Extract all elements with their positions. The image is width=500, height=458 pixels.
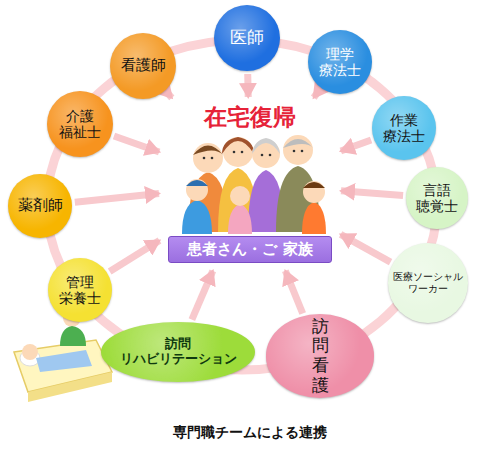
role-circle: 看護師: [110, 33, 176, 99]
patient-band: 患者さん・ご 家族: [168, 236, 332, 263]
node-label: 理学 療法士: [319, 46, 361, 78]
arrow-connector: [314, 90, 319, 97]
node-label: 管理 栄養士: [59, 274, 101, 306]
role-circle: 薬剤師: [8, 174, 72, 238]
node-label: 薬剤師: [18, 197, 63, 214]
node-label: 看護師: [121, 57, 166, 74]
role-circle: 医師: [214, 5, 280, 71]
arrow-connector: [341, 140, 371, 151]
role-circle: 理学 療法士: [308, 30, 372, 94]
arrow-connector: [110, 240, 160, 271]
role-circle: 介護 福祉士: [47, 91, 113, 157]
arrow-connector: [167, 93, 172, 98]
service-ellipse: 訪問 リハビリテーション: [101, 322, 255, 382]
node-label: 医師: [230, 28, 264, 48]
role-circle: 作業 療法士: [372, 96, 436, 160]
arrow-connector: [114, 136, 159, 152]
role-circle: 医療ソーシャル ワーカー: [388, 243, 468, 323]
center-region: 在宅復帰患者さん・ご 家族: [162, 100, 338, 268]
arrow-connector: [341, 234, 391, 262]
arrow-connector: [75, 194, 159, 203]
node-label: 言語 聴覚士: [416, 182, 458, 214]
node-label: 医療ソーシャル ワーカー: [393, 271, 463, 294]
node-label: 介護 福祉士: [59, 108, 101, 140]
node-label: 作業 療法士: [383, 112, 425, 144]
node-label: 訪問 リハビリテーション: [120, 337, 237, 367]
diagram-caption: 専門職チームによる連携: [0, 424, 500, 442]
arrow-connector: [192, 271, 213, 320]
arrow-connector: [285, 271, 302, 314]
arrow-connector: [244, 74, 251, 97]
role-circle: 管理 栄養士: [48, 258, 112, 322]
service-ellipse: 訪 問 看 護: [266, 314, 374, 397]
arrow-connector: [341, 191, 403, 196]
node-label: 患者さん・ご 家族: [187, 241, 312, 258]
node-label: 在宅復帰: [204, 104, 296, 130]
role-circle: 言語 聴覚士: [406, 167, 468, 229]
node-label: 訪 問 看 護: [312, 317, 329, 395]
